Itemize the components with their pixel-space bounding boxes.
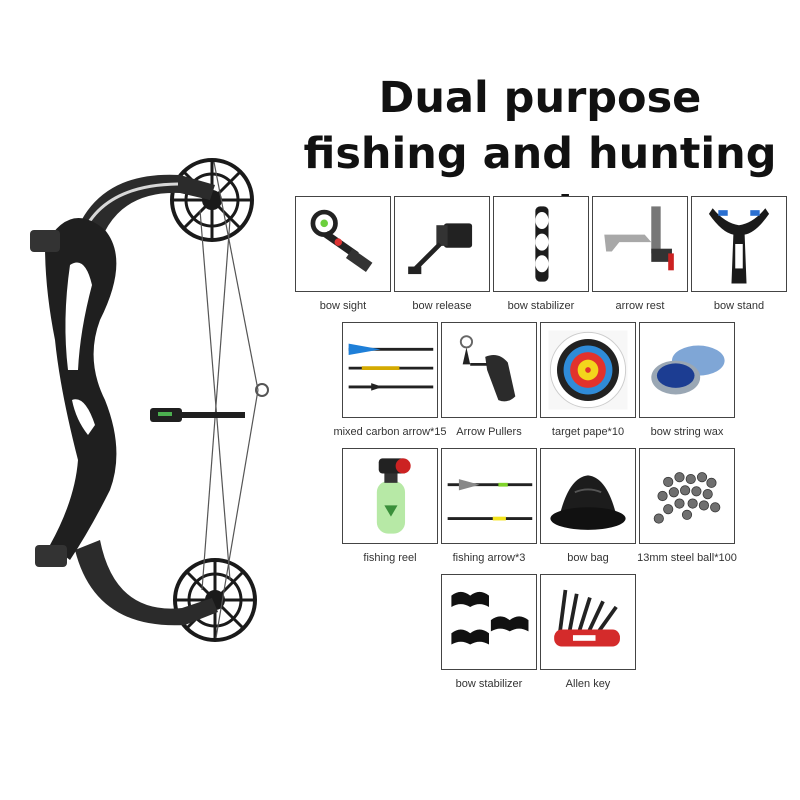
item-label: target pape*10 (551, 426, 625, 438)
bow-bag-icon (550, 475, 626, 530)
top-cam (170, 158, 254, 242)
item-label: bow stand (713, 300, 765, 312)
bow-stand-icon (708, 208, 770, 284)
steel-balls-icon (653, 472, 721, 524)
item-label: bow stabilizer (455, 678, 523, 690)
target-paper-icon (548, 330, 628, 410)
bow-stabilizer-icon (535, 206, 549, 282)
arrow-puller-icon (459, 335, 516, 402)
item-label: 13mm steel ball*100 (637, 552, 737, 564)
fishing-arrow-icon (447, 479, 533, 521)
item-label: bow release (412, 300, 472, 312)
item-label: arrow rest (615, 300, 665, 312)
item-label: fishing reel (363, 552, 417, 564)
limb-dampener-icon (451, 591, 529, 645)
headline-line-1: Dual purpose (378, 73, 702, 123)
fishing-reel-icon (376, 458, 411, 534)
compound-bow-image (0, 90, 285, 690)
item-label: bow string wax (650, 426, 724, 438)
item-label: fishing arrow*3 (452, 552, 526, 564)
carbon-arrows-icon (348, 343, 434, 391)
bow-sight-icon (310, 209, 373, 272)
item-label: bow sight (319, 300, 367, 312)
bottom-cam (173, 558, 257, 642)
item-label: bow stabilizer (507, 300, 575, 312)
bow-release-icon (408, 223, 473, 275)
item-label: Arrow Pullers (456, 426, 522, 438)
item-label: Allen key (565, 678, 611, 690)
arrow-rest-icon (604, 206, 674, 271)
allen-key-icon (554, 589, 620, 647)
item-label: mixed carbon arrow*15 (333, 426, 447, 438)
string-wax-icon (651, 345, 725, 395)
item-label: bow bag (567, 552, 609, 564)
